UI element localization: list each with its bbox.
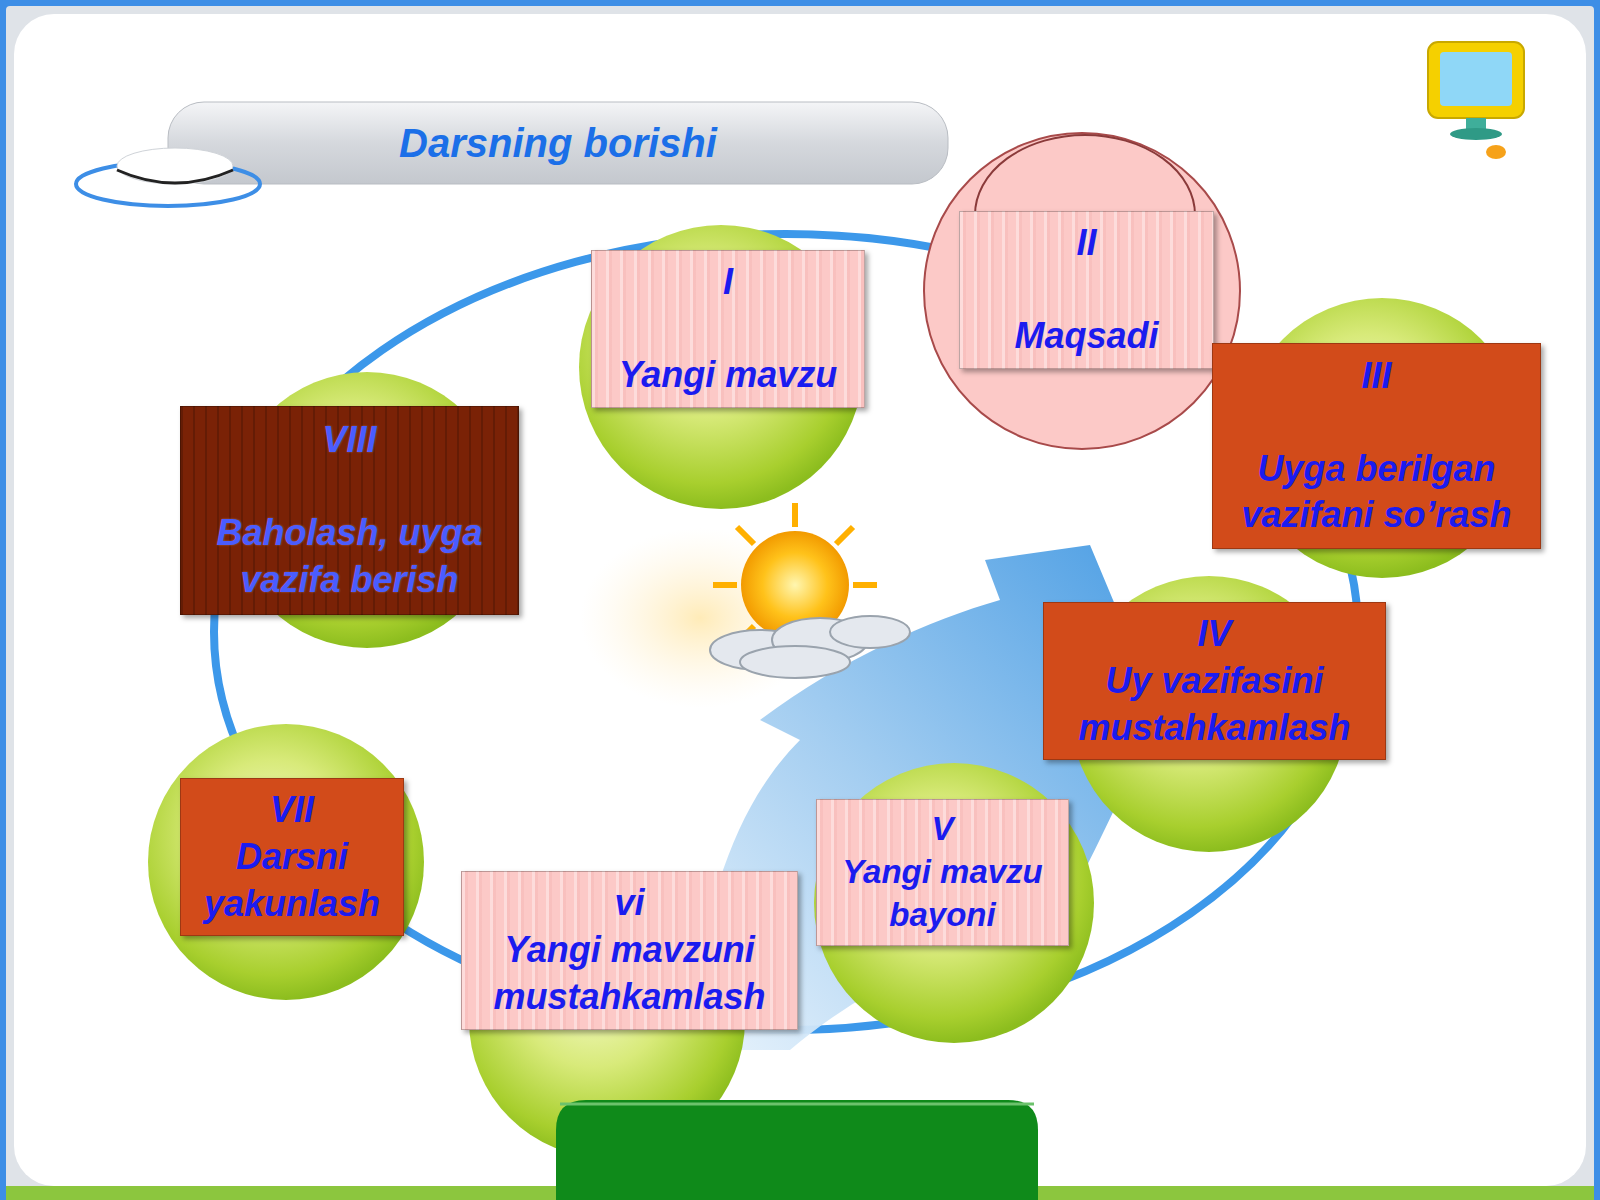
stage-label: Yangi mavzu bbox=[619, 352, 838, 399]
stage-label: Yangi mavzu bayoni bbox=[829, 851, 1056, 937]
stage-number: III bbox=[1361, 353, 1391, 400]
stage-number: I bbox=[723, 259, 733, 306]
stage-box: II Maqsadi bbox=[959, 211, 1214, 369]
stage-number: II bbox=[1076, 220, 1096, 267]
stage-box: VIIDarsni yakunlash bbox=[180, 778, 404, 936]
stage-number: V bbox=[931, 808, 953, 851]
stage-label: Darsni yakunlash bbox=[193, 834, 391, 928]
stage-box: VIII Baholash, uyga vazifa berish bbox=[180, 406, 519, 615]
stage-label: Uy vazifasini mustahkamlash bbox=[1056, 658, 1373, 752]
stage-label: Yangi mavzuni mustahkamlash bbox=[474, 927, 785, 1021]
stage-label: Maqsadi bbox=[1014, 313, 1158, 360]
stage-box: VYangi mavzu bayoni bbox=[816, 799, 1069, 946]
stage-number: VII bbox=[270, 787, 314, 834]
slide-title: Darsning borishi bbox=[168, 102, 948, 184]
stage-box: I Yangi mavzu bbox=[591, 250, 865, 408]
stage-number: VIII bbox=[322, 417, 376, 464]
stage-label: Uyga berilgan vazifani so’rash bbox=[1225, 446, 1528, 540]
stage-label: Baholash, uyga vazifa berish bbox=[193, 510, 506, 604]
stage-number: vi bbox=[614, 880, 644, 927]
stage-box: IVUy vazifasini mustahkamlash bbox=[1043, 602, 1386, 760]
stage-box: viYangi mavzuni mustahkamlash bbox=[461, 871, 798, 1030]
stage-number: IV bbox=[1197, 611, 1231, 658]
stage-box: III Uyga berilgan vazifani so’rash bbox=[1212, 343, 1541, 549]
